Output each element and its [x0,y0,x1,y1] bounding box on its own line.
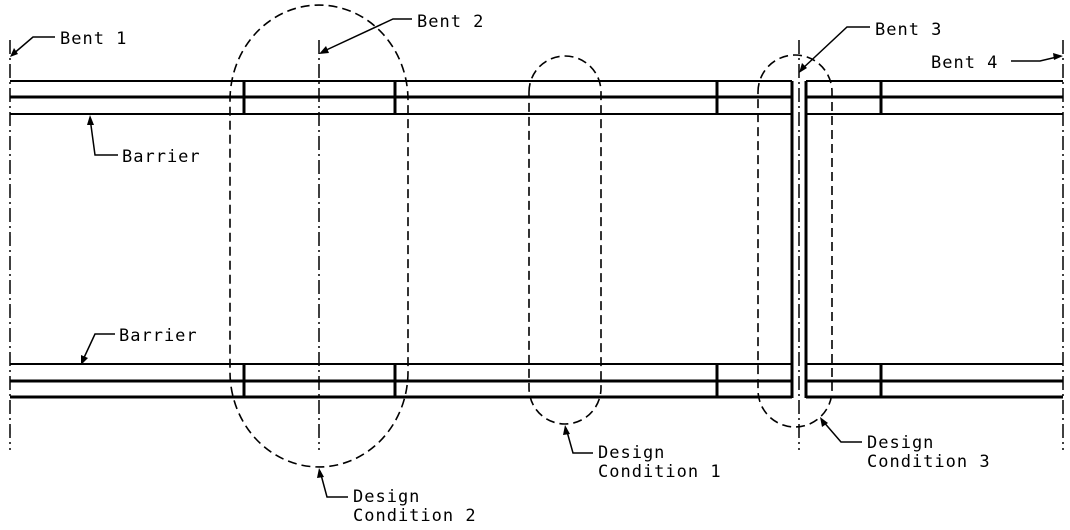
barrier-bottom-label: Barrier [119,326,198,346]
design-condition-1-label-line2: Condition 1 [598,462,722,482]
bottom-barrier-span-1 [10,363,792,399]
design-condition-2-leader [317,468,348,498]
bent-2-leader [319,18,412,54]
design-condition-3-label-line1: Design [867,433,934,453]
bent-3-label: Bent 3 [875,20,942,40]
design-condition-1-label-line1: Design [598,443,665,463]
bottom-barrier-span-2 [806,363,1063,399]
design-condition-3-leader [820,417,862,443]
top-barrier-span-2 [804,80,1063,398]
bent-1-label: Bent 1 [60,29,127,49]
bent-2-label: Bent 2 [417,12,484,32]
design-condition-1-outline [528,55,602,425]
design-condition-2-label-line1: Design [353,487,420,507]
barrier-top-leader [87,115,118,156]
design-condition-2-label-line2: Condition 2 [353,506,477,526]
design-condition-3-label-line2: Condition 3 [867,452,991,472]
bent-4-label: Bent 4 [931,53,998,73]
bent-1-leader [10,36,55,57]
design-condition-2-outline [229,4,409,468]
bent-4-leader [1011,53,1063,62]
bent-3-leader [799,26,870,73]
design-condition-1-leader [563,425,593,454]
design-condition-3-outline [757,54,833,428]
barrier-bottom-leader [81,333,115,365]
barrier-top-label: Barrier [122,147,201,167]
top-barrier-span-1 [10,80,794,398]
